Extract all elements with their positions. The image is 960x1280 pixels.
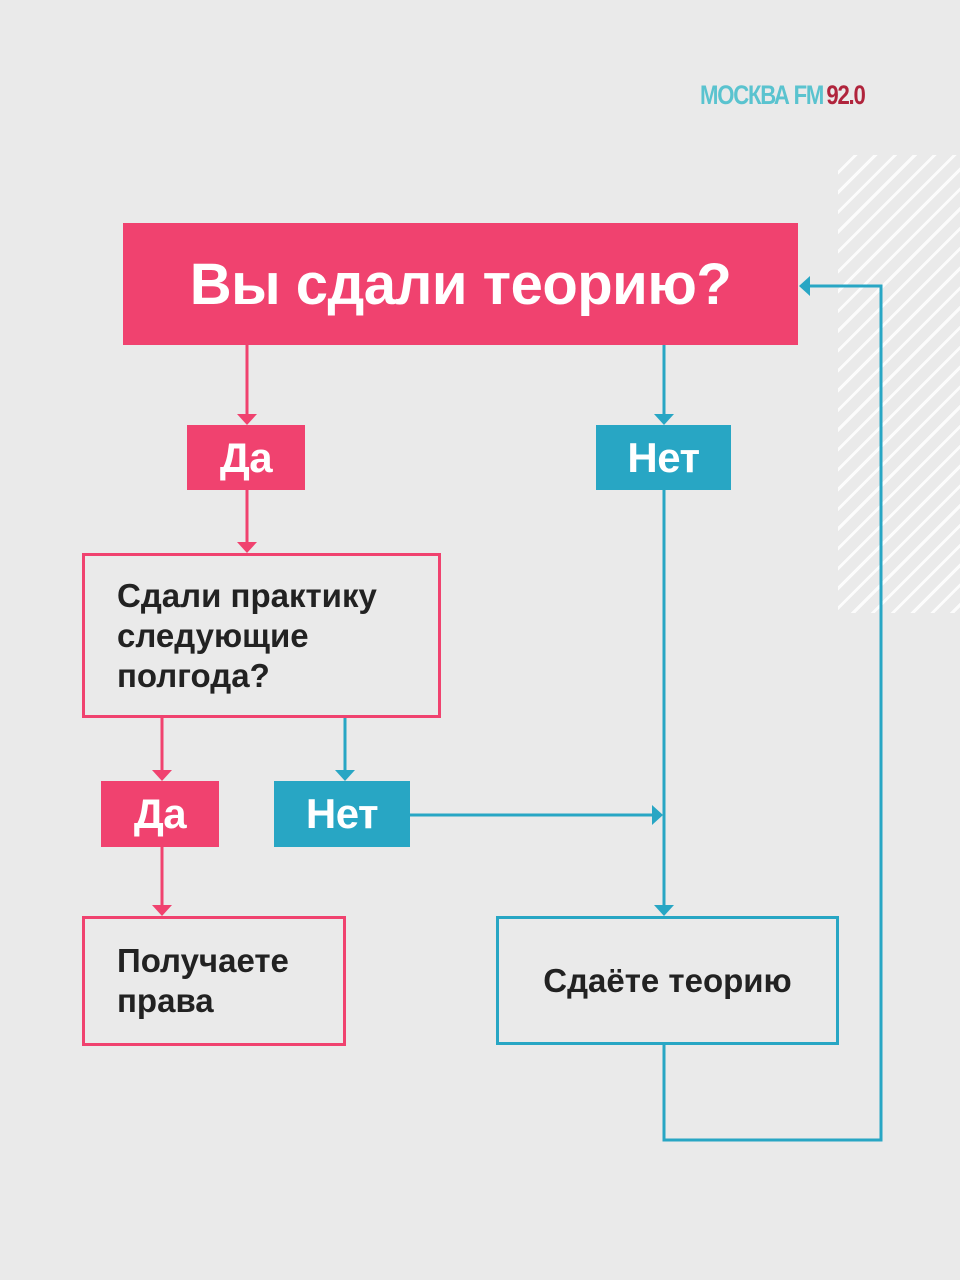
- brand-frequency: 92.0: [826, 80, 865, 110]
- result-retake-theory: Сдаёте теорию: [496, 916, 839, 1045]
- brand-logo: МОСКВА FM 92.0: [700, 80, 866, 110]
- question-practice: Сдали практику следующие полгода?: [82, 553, 441, 718]
- result-get-license: Получаете права: [82, 916, 346, 1046]
- brand-fm: FM: [793, 80, 825, 110]
- arrowhead-yes-license: [152, 905, 172, 916]
- loop-retake-to-title: [662, 284, 883, 1142]
- arrowhead-title-no: [654, 414, 674, 425]
- question-theory: Вы сдали теорию?: [123, 223, 798, 345]
- arrowhead-loop-title: [799, 276, 810, 296]
- arrowhead-practice-yes: [152, 770, 172, 781]
- brand-name: МОСКВА: [700, 80, 790, 110]
- arrowhead-no-retake: [654, 905, 674, 916]
- decorative-stripes: [838, 155, 960, 613]
- no-label-practice: Нет: [274, 781, 410, 847]
- no-label-theory: Нет: [596, 425, 731, 490]
- yes-label-practice: Да: [101, 781, 219, 847]
- arrowhead-practice-no: [335, 770, 355, 781]
- yes-label-theory: Да: [187, 425, 305, 490]
- arrowhead-title-yes: [237, 414, 257, 425]
- arrowhead-no2-main: [652, 805, 663, 825]
- arrowhead-yes-practice: [237, 542, 257, 553]
